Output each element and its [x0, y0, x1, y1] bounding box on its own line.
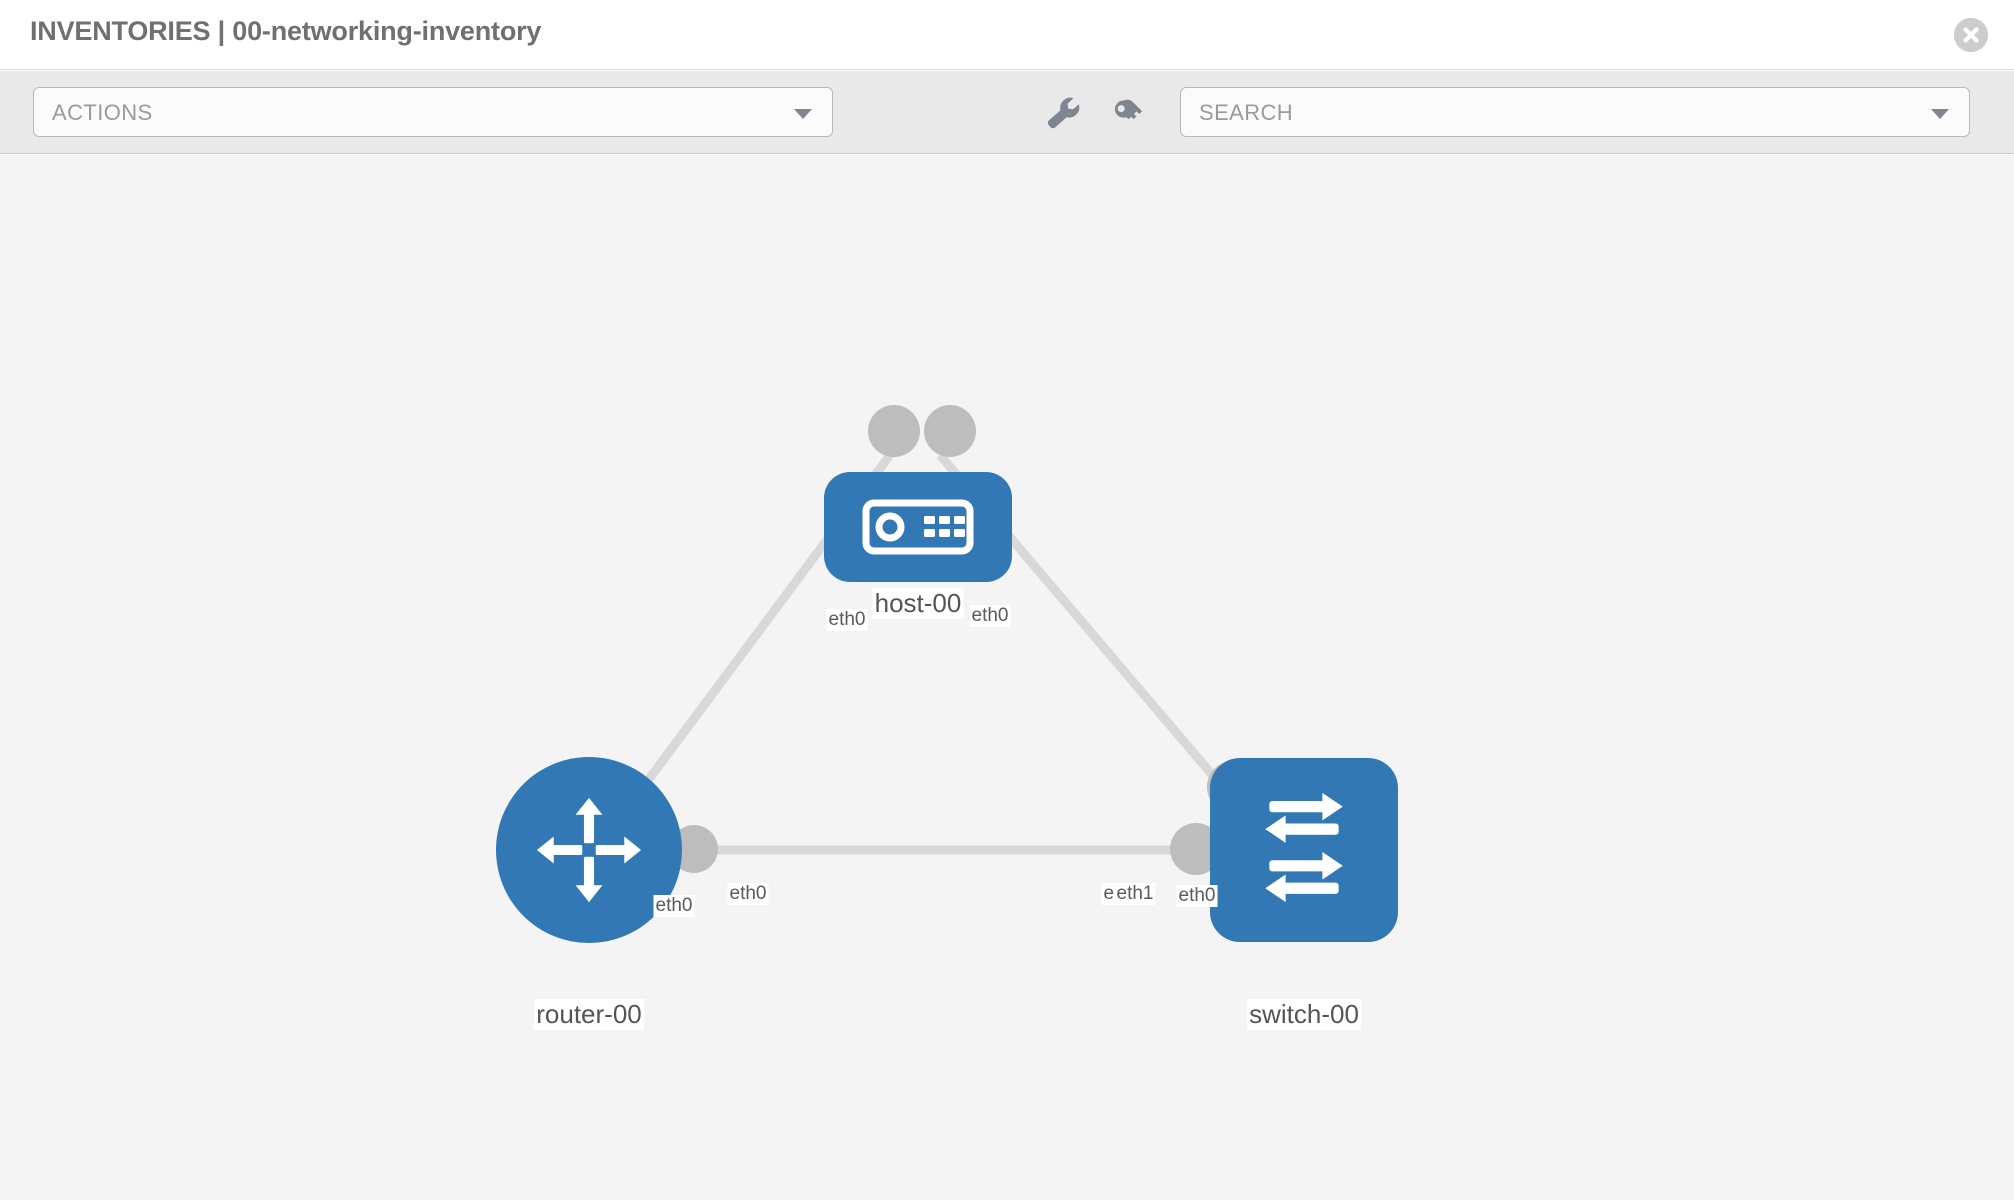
window-header: INVENTORIES | 00-networking-inventory: [0, 0, 2014, 70]
actions-dropdown[interactable]: ACTIONS: [33, 87, 833, 137]
search-input[interactable]: SEARCH: [1180, 87, 1970, 137]
toolbar: ACTIONS SEARCH: [0, 71, 2014, 154]
chevron-down-icon: [1931, 109, 1949, 119]
key-icon[interactable]: [1110, 95, 1150, 131]
edge-label-switch-eth0-up: eth0: [1176, 885, 1218, 907]
node-label-switch-00: switch-00: [1247, 999, 1361, 1030]
page-title: INVENTORIES | 00-networking-inventory: [30, 16, 542, 46]
connector-switch-eth1-left: [1170, 823, 1222, 875]
topology-canvas[interactable]: host-00 router-00 switch-00 eth0 eth0 et…: [0, 155, 2014, 1200]
wrench-icon[interactable]: [1043, 95, 1083, 131]
node-label-host-00: host-00: [872, 588, 964, 619]
edge-label-switch-eth1: eth1: [1114, 883, 1156, 905]
connector-host-eth0-right: [924, 405, 976, 457]
edge-label-router-eth0-right: eth0: [727, 883, 769, 905]
edge-label-router-eth0-up: eth0: [653, 895, 695, 917]
search-placeholder: SEARCH: [1199, 100, 1294, 125]
node-switch-00[interactable]: [1210, 758, 1398, 942]
edge-label-host-eth0-right: eth0: [969, 605, 1011, 627]
topology-graph: [496, 405, 1398, 943]
edge-label-host-eth0-left: eth0: [826, 609, 868, 631]
connector-router-eth0-right: [670, 825, 718, 873]
node-host-00[interactable]: [824, 472, 1012, 582]
chevron-down-icon: [794, 109, 812, 119]
node-router-00[interactable]: [496, 757, 682, 943]
connector-host-eth0-left: [868, 405, 920, 457]
close-icon[interactable]: [1954, 18, 1988, 52]
actions-dropdown-label: ACTIONS: [52, 100, 153, 125]
node-label-router-00: router-00: [534, 999, 644, 1030]
